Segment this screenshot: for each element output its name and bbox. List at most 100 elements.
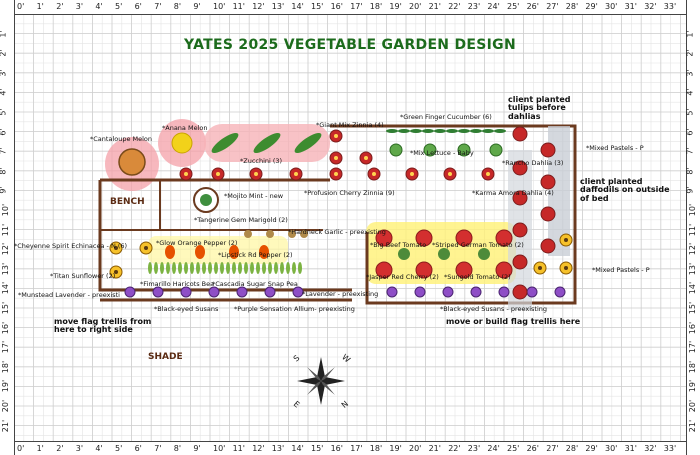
plant-mark xyxy=(144,246,148,250)
ruler-tick-label: 7' xyxy=(154,444,162,453)
vegetable-mark xyxy=(178,262,182,274)
cantaloupe-icon xyxy=(118,148,146,176)
ruler-tick-label: 29' xyxy=(585,2,598,11)
ruler-tick-label: 30' xyxy=(605,444,618,453)
row-tick-label: 6' xyxy=(0,127,8,136)
label-haricots: *Fimarillo Haricots Bea xyxy=(140,280,215,288)
ruler-tick-label: 23' xyxy=(467,2,481,11)
label-striped-german: *Striped German Tomato (2) xyxy=(432,241,524,249)
vegetable-mark xyxy=(214,262,218,274)
row-tick-label: 13' xyxy=(688,262,698,275)
vegetable-mark xyxy=(250,262,254,274)
bottom-ruler: 0'1'2'3'4'5'6'7'8'9'10'11'12'13'14'15'16… xyxy=(0,441,700,455)
pepper-glow xyxy=(148,236,288,264)
row-tick-label: 17' xyxy=(688,340,698,354)
pepper-plants xyxy=(148,230,308,274)
vegetable-mark xyxy=(422,129,434,133)
row-tick-label: 5' xyxy=(685,108,695,116)
vegetable-mark xyxy=(298,262,302,274)
label-lettuce: *Mix Lettuce - Baby xyxy=(410,149,474,157)
row-tick-label: 10' xyxy=(1,203,11,217)
row-tick-label: 17' xyxy=(1,340,11,354)
ruler-tick-label: 30' xyxy=(605,2,618,11)
ruler-tick-label: 26' xyxy=(526,444,539,453)
ruler-tick-label: 29' xyxy=(585,444,598,453)
label-sunflower: *Titan Sunflower (2) xyxy=(50,272,116,280)
bench-label: BENCH xyxy=(110,197,145,207)
plant-mark xyxy=(334,172,338,176)
note-tulips: client planted tulips before dahlias xyxy=(508,95,571,121)
note-daffodils: client planted daffodils on outside of b… xyxy=(580,177,670,203)
label-snap-pea: *Cascadia Sugar Snap Pea xyxy=(212,280,298,288)
plant-mark xyxy=(236,286,248,298)
ruler-tick-label: 22' xyxy=(448,444,461,453)
row-tick-label: 3' xyxy=(685,69,695,77)
plant-mark xyxy=(124,286,136,298)
ruler-tick-label: 18' xyxy=(369,444,383,453)
vegetable-mark xyxy=(148,262,152,274)
label-profusion-zinnia: *Profusion Cherry Zinnia (9) xyxy=(304,189,395,197)
row-tick-label: 11' xyxy=(688,223,698,236)
ruler-tick-label: 16' xyxy=(330,444,343,453)
row-tick-label: 14' xyxy=(688,282,698,295)
plant-mark xyxy=(114,270,118,274)
plant-mark xyxy=(512,254,528,270)
ruler-tick-label: 18' xyxy=(369,2,383,11)
note-trellis-left: move flag trellis from here to right sid… xyxy=(54,317,152,335)
vegetable-mark xyxy=(482,129,494,133)
ruler-tick-label: 3' xyxy=(75,2,84,11)
vegetable-mark xyxy=(268,262,272,274)
anana-icon xyxy=(171,132,193,154)
ruler-tick-label: 21' xyxy=(428,444,441,453)
plant-mark xyxy=(375,229,393,247)
vegetable-mark xyxy=(211,132,239,154)
row-tick-label: 12' xyxy=(1,242,11,256)
plant-mark xyxy=(554,286,566,298)
ruler-tick-label: 6' xyxy=(134,444,142,453)
mixed-pastels-column xyxy=(548,126,570,256)
ruler-tick-label: 8' xyxy=(173,2,182,11)
ruler-tick-label: 11' xyxy=(232,2,245,11)
label-mixed-pastels-right: *Mixed Pastels - P xyxy=(592,266,650,274)
ruler-tick-label: 26' xyxy=(526,2,539,11)
ruler-tick-label: 27' xyxy=(546,2,559,11)
ruler-tick-label: 24' xyxy=(487,2,500,11)
row-tick-label: 15' xyxy=(1,301,11,315)
row-tick-label: 15' xyxy=(688,301,698,315)
plant-mark xyxy=(372,172,376,176)
plant-mark xyxy=(364,156,368,160)
ruler-tick-label: 32' xyxy=(644,2,657,11)
vegetable-mark xyxy=(232,262,236,274)
row-tick-label: 4' xyxy=(685,88,695,97)
vegetable-mark xyxy=(446,129,458,133)
label-echinacea: *Cheyenne Spirit Echinacea - N (6) xyxy=(14,242,128,250)
ruler-tick-label: 7' xyxy=(154,2,162,11)
ruler-tick-label: 25' xyxy=(507,2,520,11)
ruler-tick-label: 4' xyxy=(95,444,103,453)
vegetable-mark xyxy=(196,262,200,274)
plant-mark xyxy=(442,286,454,298)
vegetable-mark xyxy=(208,262,212,274)
ruler-tick-label: 14' xyxy=(291,2,304,11)
ruler-tick-label: 24' xyxy=(487,444,500,453)
vegetable-mark xyxy=(256,262,260,274)
label-sungold: *Sungold Tomato (2) xyxy=(444,273,511,281)
row-tick-label: 16' xyxy=(688,321,698,334)
ruler-tick-label: 4' xyxy=(95,2,103,11)
row-tick-label: 13' xyxy=(1,262,11,275)
label-mixed-pastels-top: *Mixed Pastels - P xyxy=(586,144,644,152)
ruler-tick-label: 12' xyxy=(252,444,265,453)
label-cantaloupe: *Cantaloupe Melon xyxy=(90,135,153,143)
ruler-tick-label: 12' xyxy=(252,2,265,11)
plant-mark xyxy=(470,286,482,298)
plant-mark xyxy=(495,261,513,279)
ruler-tick-label: 0' xyxy=(17,444,25,453)
row-tick-label: 20' xyxy=(1,399,11,413)
row-tick-label: 7' xyxy=(685,147,695,155)
plant-mark xyxy=(184,172,188,176)
label-rancho-dahlia: *Rancho Dahlia (3) xyxy=(502,159,564,167)
ruler-tick-label: 1' xyxy=(36,2,44,11)
page-title: YATES 2025 VEGETABLE GARDEN DESIGN xyxy=(183,37,516,53)
label-lipstick-pepper: *Lipstick Rd Pepper (2) xyxy=(218,251,293,259)
plant-mark xyxy=(114,246,118,250)
